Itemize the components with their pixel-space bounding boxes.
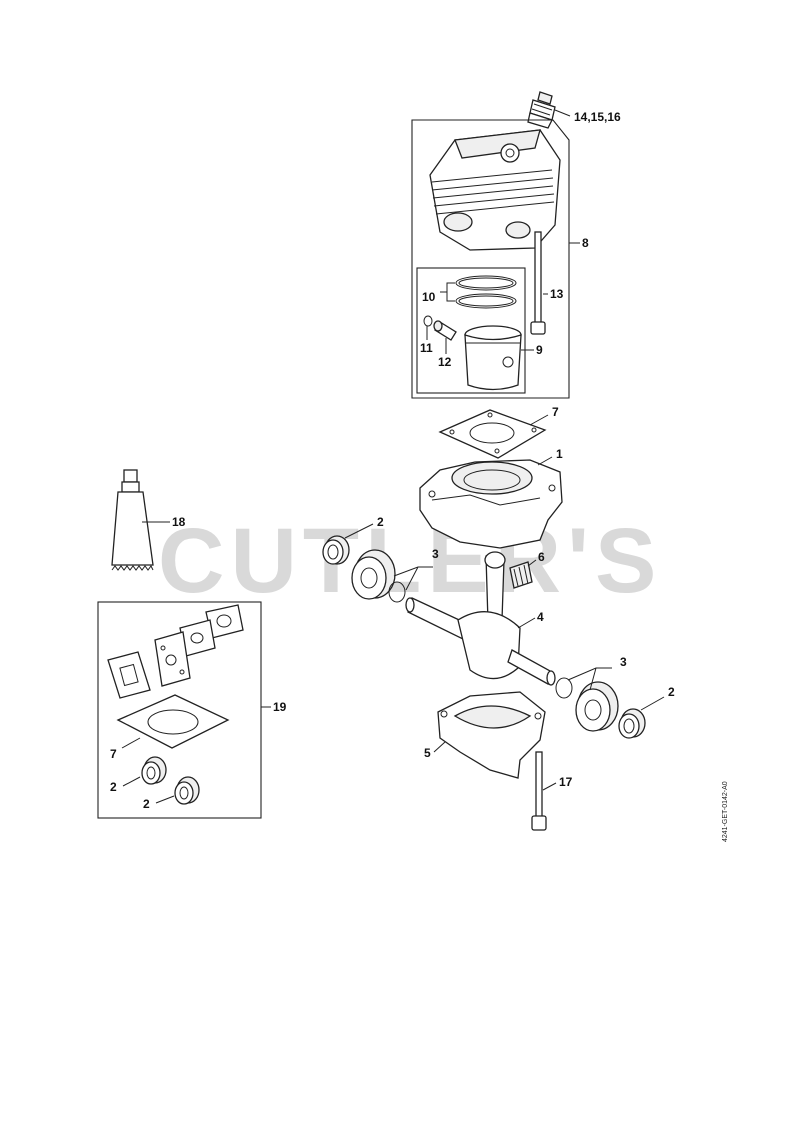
gasket-set-frame: [97, 601, 262, 819]
callout-14-15-16: 14,15,16: [574, 110, 621, 124]
ball-bearing-left: [351, 549, 396, 600]
ball-bearing-right: [575, 681, 619, 732]
callout-7-kit: 7: [110, 747, 117, 761]
callout-13: 13: [550, 287, 564, 301]
callout-11: 11: [420, 341, 433, 355]
shaft-seal-right: [618, 708, 646, 739]
piston-pin: [433, 320, 457, 341]
callout-10: 10: [422, 290, 436, 304]
callout-18: 18: [172, 515, 186, 529]
washer-right: [555, 677, 573, 699]
cylinder: [429, 129, 561, 251]
crankcase-lower: [437, 691, 546, 779]
cylinder-gasket: [438, 409, 547, 459]
piston-kit-frame: [416, 267, 526, 394]
callout-3-right: 3: [620, 655, 627, 669]
callout-4: 4: [537, 610, 544, 624]
drawing-code: 4241-GET-0142-A0: [722, 781, 729, 842]
washer-left: [388, 581, 406, 603]
callout-6: 6: [538, 550, 545, 564]
callout-17: 17: [559, 775, 573, 789]
cylinder-bolt-13: [530, 231, 546, 335]
piston: [464, 325, 522, 391]
spark-plug: [527, 91, 556, 129]
callout-9: 9: [536, 343, 543, 357]
callout-1: 1: [556, 447, 563, 461]
callout-19: 19: [273, 700, 287, 714]
gasket-set: [107, 604, 244, 749]
callout-7-top: 7: [552, 405, 559, 419]
callout-2-right: 2: [668, 685, 675, 699]
callout-2-kit-a: 2: [110, 780, 117, 794]
grease-tube: [111, 469, 154, 571]
gasket-set-seal-a: [141, 756, 167, 785]
piston-rings: [455, 275, 517, 309]
needle-cage: [509, 561, 533, 589]
crankcase-bolt-17: [531, 751, 547, 831]
callout-2-left: 2: [377, 515, 384, 529]
cylinder-kit-frame: [411, 119, 570, 399]
callout-5: 5: [424, 746, 431, 760]
callout-2-kit-b: 2: [143, 797, 150, 811]
crankcase-upper: [419, 459, 563, 549]
shaft-seal-left: [322, 535, 350, 565]
gasket-set-seal-b: [174, 776, 200, 805]
callout-12: 12: [438, 355, 452, 369]
watermark: CUTLER'S: [158, 510, 662, 612]
crankshaft: [405, 551, 556, 686]
circlip: [423, 315, 433, 327]
callout-8: 8: [582, 236, 589, 250]
callout-3-left: 3: [432, 547, 439, 561]
